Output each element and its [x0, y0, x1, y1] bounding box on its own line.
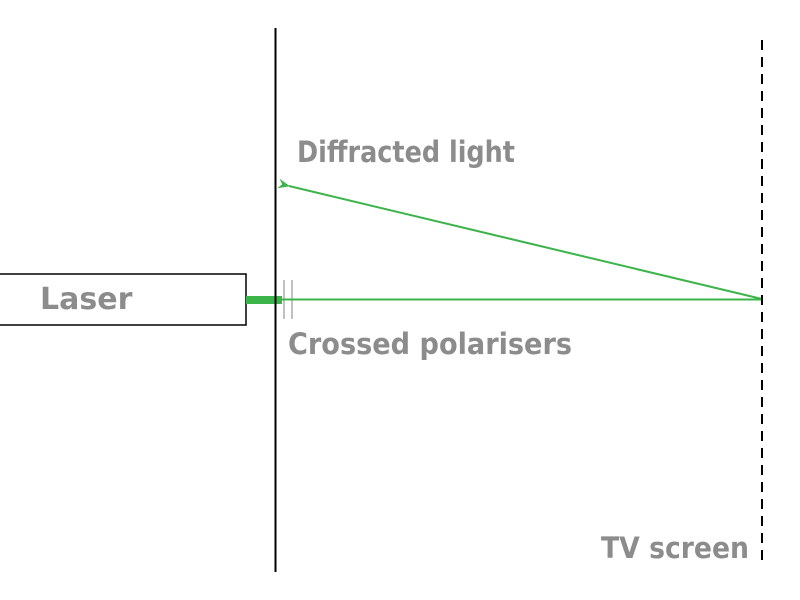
laser-body — [0, 273, 247, 326]
crossed-polarisers-label: Crossed polarisers — [288, 327, 572, 361]
laser-emitter — [246, 296, 282, 304]
diffracted-light-label: Diffracted light — [297, 135, 515, 169]
laser-label: Laser — [40, 282, 133, 317]
tv-screen-label: TV screen — [601, 531, 749, 565]
diffracted-light-beam — [277, 178, 763, 300]
